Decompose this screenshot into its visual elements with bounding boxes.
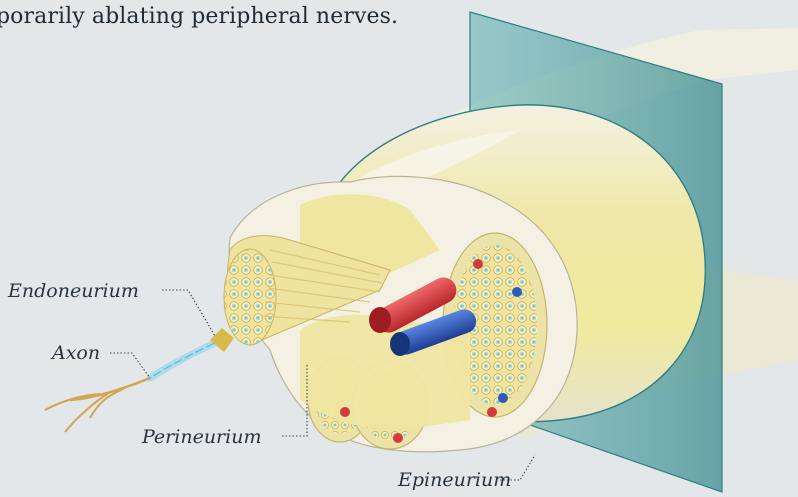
label-epineurium: Epineurium xyxy=(398,469,511,491)
label-endoneurium: Endoneurium xyxy=(8,280,139,302)
label-axon: Axon xyxy=(52,342,100,364)
label-perineurium: Perineurium xyxy=(142,426,261,448)
